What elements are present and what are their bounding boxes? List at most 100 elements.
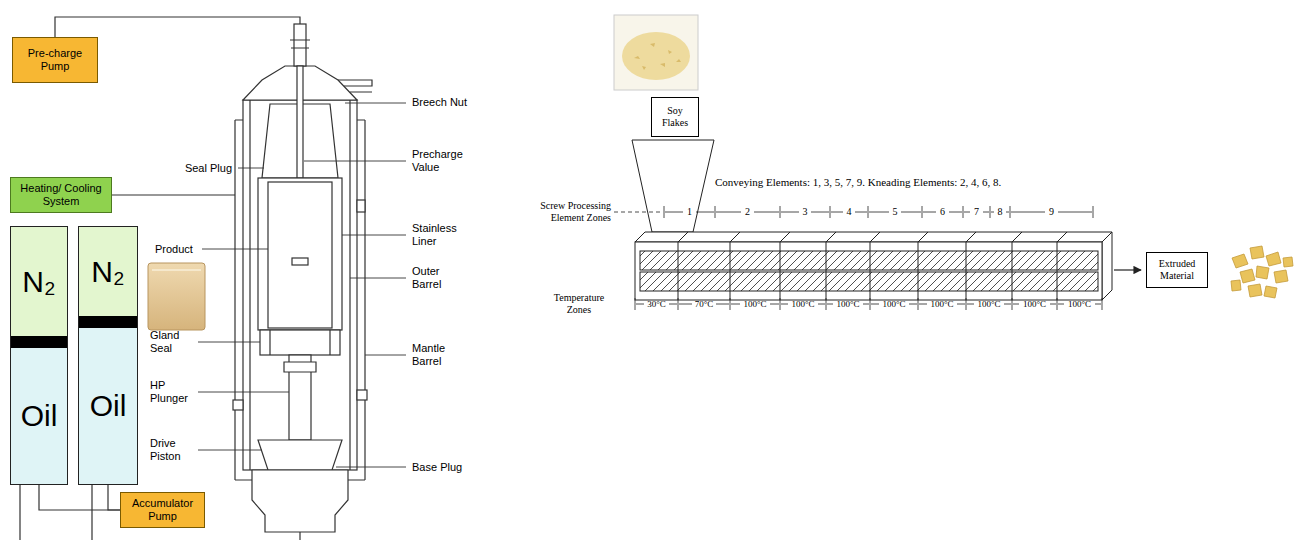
fluid-label: Oil — [21, 399, 58, 433]
accumulator-cylinder: N₂ Oil — [10, 226, 68, 485]
part-label: Mantle Barrel — [412, 342, 458, 368]
product-photo — [152, 269, 201, 271]
part-label: Base Plug — [412, 461, 492, 474]
soy-flakes-photo — [622, 32, 690, 80]
pressure-vessel — [260, 330, 340, 355]
extruded-material-photo — [1231, 280, 1241, 291]
feed-box: Soy Flakes — [651, 97, 699, 137]
temperature-marker — [635, 298, 1102, 310]
soy-flakes-photo — [614, 15, 698, 90]
oil-chamber: Oil — [79, 328, 137, 484]
extruder-barrel — [640, 251, 1098, 270]
pipe-line — [112, 194, 235, 195]
part-label: HP Plunger — [150, 379, 198, 405]
pressure-vessel — [284, 362, 316, 372]
zone-marker — [614, 212, 663, 213]
extruder-barrel — [1102, 232, 1112, 300]
part-label: Stainless Liner — [412, 222, 467, 248]
pressure-vessel — [252, 470, 348, 532]
extruder-barrel — [678, 232, 1067, 300]
pressure-vessel — [294, 24, 306, 66]
soy-flakes-photo — [634, 43, 681, 70]
piston-band — [11, 336, 67, 348]
part-label: Gland Seal — [150, 329, 192, 355]
zone-number: 5 — [880, 206, 910, 218]
temperature-label: 100°C — [1060, 298, 1100, 310]
feed-hopper — [632, 140, 714, 232]
pressure-vessel — [357, 390, 367, 400]
temperature-label: 70°C — [684, 298, 724, 310]
part-label: Outer Barrel — [412, 265, 458, 291]
soy-flakes-photo — [614, 15, 698, 90]
temperature-label: 100°C — [874, 298, 914, 310]
output-arrow — [1114, 270, 1141, 271]
pipe-line — [55, 17, 300, 37]
box-text: Pre-charge Pump — [19, 47, 91, 73]
temperature-label: 100°C — [828, 298, 868, 310]
extruder-barrel — [640, 272, 1098, 291]
row-label: Screw Processing Element Zones — [516, 200, 611, 224]
extruder-barrel — [635, 242, 1102, 300]
extruded-material-photo — [1266, 252, 1281, 266]
note-text: Conveying Elements: 1, 3, 5, 7, 9. Knead… — [715, 176, 1001, 189]
part-label: Seal Plug — [172, 162, 232, 175]
system-box: Heating/ Cooling System — [10, 177, 112, 213]
pipe-connector — [108, 485, 120, 510]
accumulator-cylinder: N₂ Oil — [78, 226, 138, 485]
gas-label: N₂ — [91, 255, 124, 289]
pressure-vessel — [299, 532, 300, 540]
zone-number: 8 — [985, 206, 1015, 218]
pressure-vessel — [258, 178, 342, 330]
pressure-vessel — [357, 200, 365, 212]
extruded-material-photo — [1264, 286, 1277, 298]
box-text: Soy Flakes — [656, 105, 694, 129]
oil-chamber: Oil — [11, 348, 67, 484]
extruded-material-photo — [1274, 270, 1288, 283]
box-text: Accumulator Pump — [127, 497, 198, 523]
pressure-vessel — [290, 40, 310, 48]
pump-box: Pre-charge Pump — [12, 37, 98, 83]
extruder-barrel — [635, 232, 1112, 300]
part-label: Product — [155, 243, 205, 256]
piston-band — [79, 316, 137, 328]
extruded-material-photo — [1250, 246, 1264, 259]
pipe-connector — [39, 485, 120, 510]
row-label: Temperature Zones — [548, 292, 610, 316]
extruded-material-photo — [1248, 284, 1262, 297]
zone-number: 2 — [733, 206, 763, 218]
zone-number: 6 — [928, 206, 958, 218]
part-label: Precharge Value — [412, 148, 470, 174]
temperature-label: 30°C — [637, 298, 677, 310]
temperature-label: 100°C — [969, 298, 1009, 310]
gas-chamber: N₂ — [11, 227, 67, 336]
output-box: Extruded Material — [1146, 252, 1208, 288]
leader-line — [198, 103, 406, 467]
fluid-label: Oil — [90, 389, 127, 423]
temperature-label: 100°C — [783, 298, 823, 310]
zone-number: 7 — [962, 206, 992, 218]
box-text: Extruded Material — [1151, 258, 1203, 282]
zone-number: 3 — [790, 206, 820, 218]
pressure-vessel — [268, 182, 332, 328]
pressure-vessel — [297, 66, 303, 178]
pressure-vessel — [270, 330, 330, 355]
leader-line — [198, 103, 406, 467]
output-arrow — [1114, 269, 1141, 270]
temperature-label: 100°C — [1015, 298, 1055, 310]
pressure-vessel — [338, 80, 372, 92]
pump-box: Accumulator Pump — [120, 492, 205, 528]
box-text: Heating/ Cooling System — [17, 182, 105, 208]
extruded-material-photo — [1232, 254, 1248, 268]
gas-chamber: N₂ — [79, 227, 137, 316]
product-photo — [148, 263, 205, 330]
extruder-barrel — [635, 232, 1112, 242]
zone-number: 1 — [675, 206, 705, 218]
pressure-vessel — [258, 440, 342, 470]
extruded-material-photo — [1227, 240, 1295, 302]
extruded-material-photo — [1240, 269, 1255, 283]
pressure-vessel — [292, 258, 308, 265]
temperature-label: 100°C — [922, 298, 962, 310]
gas-label: N₂ — [22, 265, 55, 299]
zone-number: 9 — [1037, 206, 1067, 218]
